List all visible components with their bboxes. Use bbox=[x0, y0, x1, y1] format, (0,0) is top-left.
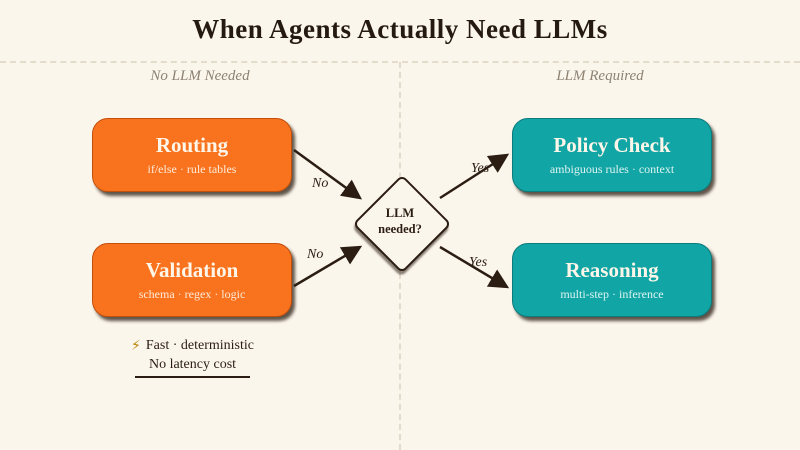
node-policy-check: Policy Check ambiguous rules · context bbox=[512, 118, 712, 192]
edge-label-yes-reasoning: Yes bbox=[469, 255, 488, 270]
decision-diamond: LLM needed? bbox=[352, 174, 452, 274]
edge-label-no-validation: No bbox=[307, 247, 324, 262]
node-reasoning-subtitle: multi-step · inference bbox=[560, 286, 664, 301]
node-validation-subtitle: schema · regex · logic bbox=[138, 286, 246, 301]
node-routing: Routing if/else · rule tables bbox=[92, 118, 292, 192]
node-policy-check-subtitle: ambiguous rules · context bbox=[549, 161, 675, 176]
lightning-bolt-icon: ⚡ bbox=[131, 338, 141, 354]
arrow-diamond-to-reasoning bbox=[439, 245, 510, 289]
node-policy-check-title: Policy Check bbox=[553, 133, 671, 158]
column-header-llm-required: LLM Required bbox=[556, 68, 644, 84]
node-routing-title: Routing bbox=[155, 133, 229, 158]
arrow-validation-to-diamond bbox=[293, 245, 363, 288]
node-routing-subtitle: if/else · rule tables bbox=[147, 161, 237, 176]
column-header-no-llm: No LLM Needed bbox=[150, 68, 250, 84]
footer-note: ⚡ Fast · deterministic No latency cost bbox=[120, 338, 265, 378]
edge-label-yes-policy: Yes bbox=[471, 161, 490, 176]
arrow-diamond-to-policy bbox=[439, 153, 510, 200]
node-reasoning-title: Reasoning bbox=[565, 258, 659, 283]
node-validation: Validation schema · regex · logic bbox=[92, 243, 292, 317]
footer-line2-text: No latency cost bbox=[134, 357, 251, 378]
footer-line1: ⚡ Fast · deterministic bbox=[120, 338, 265, 354]
node-reasoning: Reasoning multi-step · inference bbox=[512, 243, 712, 317]
footer-line1-text: Fast · deterministic bbox=[145, 338, 254, 353]
decision-diamond-label: LLM needed? bbox=[352, 174, 448, 270]
edge-label-no-routing: No bbox=[312, 176, 329, 191]
decision-diamond-line1: LLM bbox=[385, 206, 415, 221]
arrow-routing-to-diamond bbox=[293, 148, 363, 200]
page-title: When Agents Actually Need LLMs bbox=[192, 14, 608, 44]
node-validation-title: Validation bbox=[145, 258, 239, 283]
decision-diamond-line2: needed? bbox=[378, 222, 422, 236]
